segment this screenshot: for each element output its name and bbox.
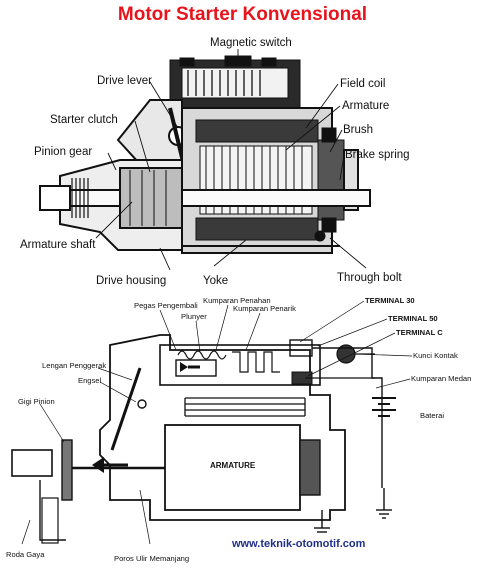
label-brush: Brush	[343, 124, 373, 136]
diagram-title: Motor Starter Konvensional	[117, 4, 368, 25]
bottom-leader-lines	[21, 300, 413, 545]
label-poros-ulir: Poros Ulir Memanjang	[114, 554, 189, 563]
label-terminal-c: TERMINAL C	[396, 328, 443, 337]
label-armature: Armature	[342, 100, 389, 112]
top-leader-lines	[95, 49, 367, 271]
label-armature-shaft: Armature shaft	[20, 239, 96, 251]
label-pegas-pengembali: Pegas Pengembali	[134, 301, 198, 310]
label-terminal-30: TERMINAL 30	[365, 296, 415, 305]
label-baterai: Baterai	[420, 411, 444, 420]
label-through-bolt: Through bolt	[337, 272, 402, 284]
label-terminal-50: TERMINAL 50	[388, 314, 438, 323]
label-brake-spring: Brake spring	[345, 149, 410, 161]
label-yoke: Yoke	[203, 275, 228, 287]
label-gigi-pinion: Gigi Pinion	[18, 397, 55, 406]
label-roda-gaya: Roda Gaya	[6, 550, 45, 559]
label-field-coil: Field coil	[340, 78, 385, 90]
starter-cutaway-illustration	[39, 55, 371, 254]
label-drive-lever: Drive lever	[97, 75, 152, 87]
label-drive-housing: Drive housing	[96, 275, 166, 287]
label-kumparan-medan: Kumparan Medan	[411, 374, 471, 383]
website-link[interactable]: www.teknik-otomotif.com	[232, 538, 366, 550]
label-starter-clutch: Starter clutch	[50, 114, 118, 126]
label-pinion-gear: Pinion gear	[34, 146, 92, 158]
label-kumparan-penahan: Kumparan Penahan	[203, 296, 271, 305]
label-kumparan-penarik: Kumparan Penarik	[233, 304, 296, 313]
label-magnetic-switch: Magnetic switch	[210, 37, 292, 49]
label-lengan-penggerak: Lengan Penggerak	[42, 361, 106, 370]
label-plunyer: Plunyer	[181, 312, 207, 321]
label-armature-block: ARMATURE	[210, 461, 256, 470]
label-engsel: Engsel	[78, 376, 102, 385]
label-kunci-kontak: Kunci Kontak	[413, 351, 458, 360]
